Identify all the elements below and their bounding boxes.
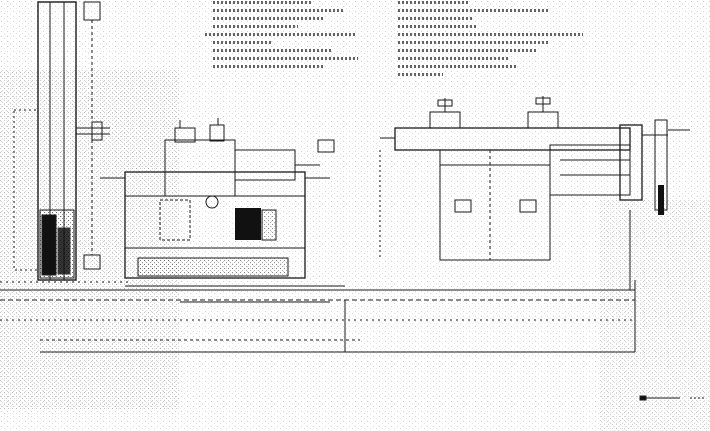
scale-bar <box>639 395 705 401</box>
long-elevation <box>379 96 690 290</box>
paper-noise-left <box>0 70 180 410</box>
base-plan <box>0 280 636 353</box>
paper-noise-right <box>600 200 710 431</box>
left-elevation <box>0 1 130 283</box>
